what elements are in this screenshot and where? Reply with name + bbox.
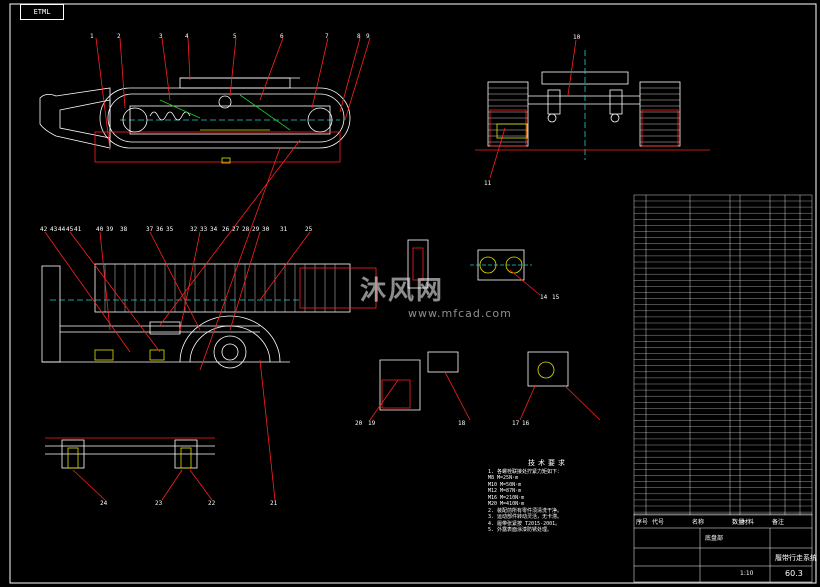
callout-section_labels-21: 21 (270, 500, 278, 507)
callout-top_view-5: 5 (233, 33, 237, 40)
callout-section_labels-24: 24 (100, 500, 108, 507)
callout-top_view-8: 8 (357, 33, 361, 40)
callout-end_view-10: 10 (573, 34, 581, 41)
callout-side_view_top-25: 25 (305, 226, 313, 233)
callout-section_labels-23: 23 (155, 500, 163, 507)
callout-top_view-4: 4 (185, 33, 189, 40)
callout-side_view_top-42: 42 (40, 226, 48, 233)
callout-side_view_top-34: 34 (210, 226, 218, 233)
callout-section_labels-17: 17 (512, 420, 520, 427)
title-block-grid (633, 513, 813, 583)
callout-side_view_top-44: 44 (58, 226, 66, 233)
callout-top_view-2: 2 (117, 33, 121, 40)
watermark: 沐风网 www.mfcad.com (360, 270, 512, 320)
title-block-header-cell: 材料 (742, 519, 755, 526)
bom-table-grid (633, 194, 813, 516)
callout-section_labels-19: 19 (368, 420, 376, 427)
technical-note-line: 2. 装配前所有零件须清洗干净。 (488, 507, 563, 514)
callout-side_view_top-45: 45 (66, 226, 74, 233)
title-block-header-cell: 数量 (732, 519, 745, 526)
side-view-chassis (41, 139, 377, 371)
technical-note-line: M20 M=410N·m (488, 501, 525, 507)
callout-side_view_top-39: 39 (106, 226, 114, 233)
technical-notes: 技术要求 1. 各螺栓联接处拧紧力矩如下： M8 M=25N·m M10 M=5… (488, 460, 628, 534)
technical-notes-lines: 1. 各螺栓联接处拧紧力矩如下： M8 M=25N·m M10 M=50N·m … (488, 469, 628, 534)
bottom-detail-view (45, 359, 276, 501)
callout-section_labels-15: 15 (552, 294, 560, 301)
title-block-drawing-title: 履带行走系统 (775, 554, 817, 562)
watermark-brand: 沐风网 (360, 276, 445, 306)
title-block-sheet-no: 60.3 (785, 569, 803, 578)
callout-side_view_top-28: 28 (242, 226, 250, 233)
callout-top_view-1: 1 (90, 33, 94, 40)
technical-note-line: 3. 运动部件转动灵活，无卡滞。 (488, 514, 563, 520)
callout-side_view_top-27: 27 (232, 226, 240, 233)
callout-section_labels-14: 14 (540, 294, 548, 301)
technical-note-line: 1. 各螺栓联接处拧紧力矩如下： (488, 468, 563, 475)
title-block-header-cell: 名称 (692, 519, 705, 526)
callout-section_labels-22: 22 (208, 500, 216, 507)
sheet-border (9, 3, 817, 584)
technical-note-line: M10 M=50N·m (488, 481, 522, 488)
technical-note-line: M16 M=210N·m (488, 494, 525, 501)
title-block-header-cell: 代号 (652, 519, 665, 526)
callout-side_view_top-37: 37 (146, 226, 154, 233)
technical-note-line: 5. 外露表面涂漆防锈处理。 (488, 527, 553, 533)
watermark-url: www.mfcad.com (408, 307, 512, 320)
callout-top_view-9: 9 (366, 33, 370, 40)
callout-section_labels-18: 18 (458, 420, 466, 427)
section-details (369, 239, 601, 421)
corner-label: ETML (20, 4, 64, 20)
callout-top_view-7: 7 (325, 33, 329, 40)
callout-section_labels-20: 20 (355, 420, 363, 427)
callout-side_view_top-26: 26 (222, 226, 230, 233)
title-block-header-cell: 序号 (636, 519, 649, 526)
technical-note-line: 4. 履带张紧按 T2015-2001。 (488, 520, 561, 527)
technical-notes-title: 技术要求 (528, 459, 568, 467)
callout-section_labels-16: 16 (522, 420, 530, 427)
title-block-header-cell: 备注 (772, 519, 785, 526)
callout-end_view-11: 11 (484, 180, 492, 187)
callout-side_view_top-36: 36 (156, 226, 164, 233)
end-view (475, 39, 710, 179)
title-block-scale: 1:10 (740, 570, 754, 577)
callout-side_view_top-30: 30 (262, 226, 270, 233)
callout-top_view-3: 3 (159, 33, 163, 40)
technical-note-line: M12 M=87N·m (488, 488, 522, 494)
callout-top_view-6: 6 (280, 33, 284, 40)
callout-side_view_top-31: 31 (280, 226, 288, 233)
bom-table-rows (634, 200, 812, 513)
callout-side_view_top-38: 38 (120, 226, 128, 233)
technical-note-line: M8 M=25N·m (488, 475, 519, 481)
callout-side_view_top-29: 29 (252, 226, 260, 233)
callout-side_view_top-41: 41 (74, 226, 82, 233)
title-block-unit: 底盘部 (705, 535, 724, 542)
top-view-track-frame (39, 37, 371, 164)
callout-side_view_top-33: 33 (200, 226, 208, 233)
callout-side_view_top-40: 40 (96, 226, 104, 233)
callout-side_view_top-43: 43 (50, 226, 58, 233)
callout-side_view_top-32: 32 (190, 226, 198, 233)
callout-side_view_top-35: 35 (166, 226, 174, 233)
